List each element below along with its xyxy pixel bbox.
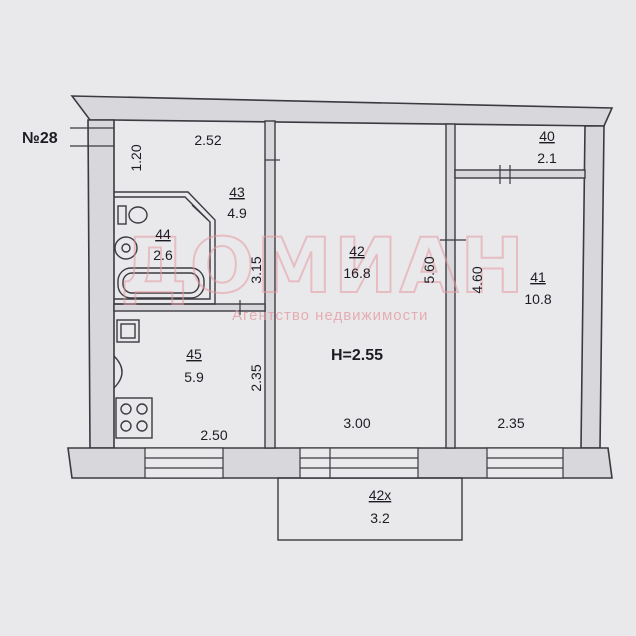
room-area-42: 16.8 [343,265,370,281]
room-area-44: 2.6 [153,247,173,263]
room-number-45: 45 [186,346,202,362]
bathroom [114,191,216,305]
bathtub-icon [117,267,205,299]
washbasin-icon [114,236,138,260]
room-area-balcony: 3.2 [370,510,390,526]
sink-icon [116,319,140,343]
building-number: №28 [22,130,58,147]
wall-living-bedroom [445,123,456,449]
room-number-43: 43 [229,184,245,200]
dim-living-depth: 5.60 [421,256,437,283]
room-number-44: 44 [155,226,171,242]
wall-hall-living [264,120,276,449]
stove-icon [115,397,153,439]
windows [144,447,564,479]
room-number-40: 40 [539,128,555,144]
dim-kitchen-depth: 2.35 [248,364,264,391]
dim-kitchen-width: 2.50 [200,427,227,443]
toilet-icon [128,206,148,224]
balcony [277,477,463,541]
dim-bedroom-width: 2.35 [497,415,524,431]
room-labels: 40 2.1 41 10.8 42 16.8 43 4.9 44 2.6 45 … [153,128,557,526]
hall-bath-door [191,204,209,221]
gas-pipe-icon [113,355,123,389]
kitchen [113,319,153,439]
sink-inner-icon [120,323,136,339]
watermark-brand: ДОМИАН [120,221,526,310]
watermark: ДОМИАН Агентство недвижимости [119,220,526,324]
window-kitchen [144,447,224,479]
stove-burner-icon [136,420,148,432]
toilet-tank-icon [117,205,127,225]
left-wall [87,119,115,449]
stove-burner-icon [120,403,132,415]
bath-enclosure-inner [114,196,211,300]
room-area-43: 4.9 [227,205,247,221]
room-area-45: 5.9 [184,369,204,385]
dim-hall-width: 2.52 [194,132,221,148]
dim-bedroom-depth: 4.60 [469,266,485,293]
stove-burner-icon [120,420,132,432]
room-area-41: 10.8 [524,291,551,307]
ceiling-height: H=2.55 [331,347,383,364]
room-number-balcony: 42x [369,487,392,503]
room-area-40: 2.1 [537,150,557,166]
window-living [299,447,419,479]
dim-hall-depth: 1.20 [128,144,144,171]
bathtub-inner-icon [122,272,200,294]
dimension-labels: 2.52 1.20 3.15 2.35 2.50 3.00 5.60 4.60 … [128,132,525,443]
stove-burner-icon [136,403,148,415]
window-bedroom [486,447,564,479]
dim-bath-depth: 3.15 [248,256,264,283]
washbasin-drain-icon [121,243,131,253]
wall-closet [454,169,586,179]
building-marker [70,127,114,147]
dim-living-width: 3.00 [343,415,370,431]
room-number-42: 42 [349,243,365,259]
top-wall [70,95,614,127]
room-number-41: 41 [530,269,546,285]
bath-enclosure [114,191,216,305]
watermark-tagline: Агентство недвижимости [232,307,428,324]
